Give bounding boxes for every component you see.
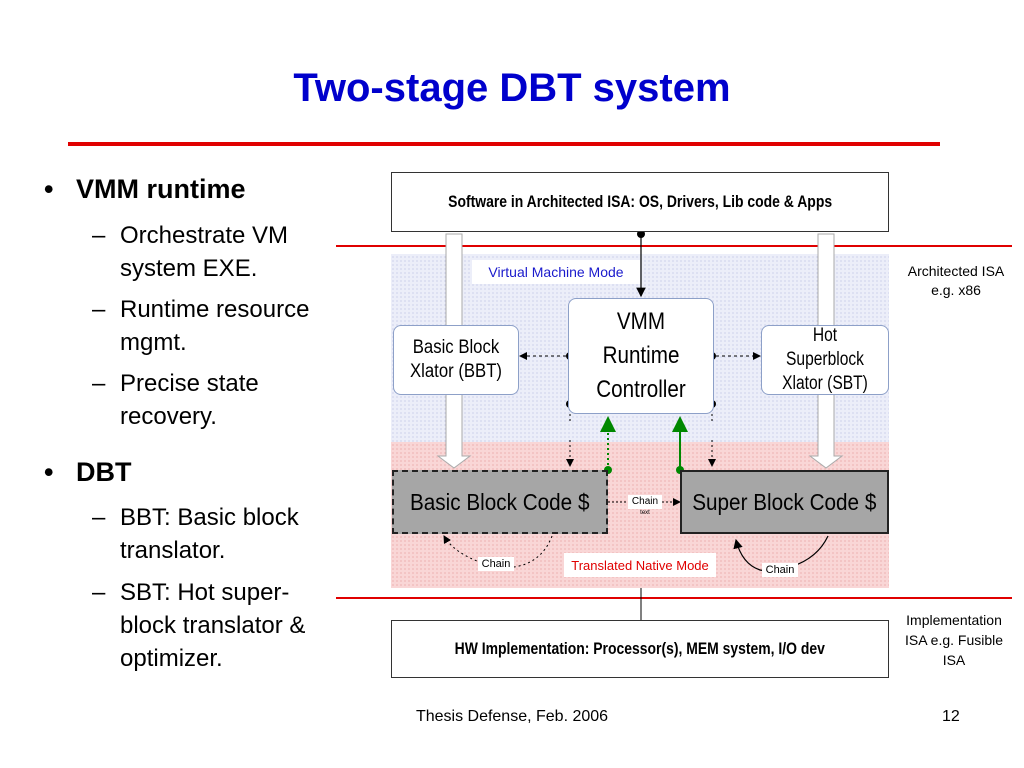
vmm-controller-label: VMM Runtime Controller <box>596 308 686 403</box>
architected-isa-label: Architected ISA e.g. x86 <box>907 263 1005 298</box>
footer: Thesis Defense, Feb. 2006 <box>415 708 609 725</box>
title-underline <box>68 142 940 146</box>
super-block-code-label: Super Block Code $ <box>692 488 877 515</box>
page-number: 12 <box>942 708 960 725</box>
chain-middle-label: Chain <box>628 495 662 509</box>
subbullet-text: Precise state recovery. <box>120 370 259 430</box>
subbullet-precise-state: – Precise state recovery. <box>92 367 342 433</box>
slide-title: Two-stage DBT system <box>293 66 731 110</box>
subbullet-sbt: – SBT: Hot super-block translator & opti… <box>92 576 342 675</box>
subbullet-text: SBT: Hot super-block translator & optimi… <box>120 579 306 672</box>
bullet-text: DBT <box>76 457 132 487</box>
chain-right-label: Chain <box>762 563 798 577</box>
subbullet-orchestrate: – Orchestrate VM system EXE. <box>92 219 342 285</box>
implementation-isa-label: Implementation ISA e.g. Fusible ISA <box>904 612 1004 668</box>
subbullet-text: BBT: Basic block translator. <box>120 504 299 564</box>
subbullet-bbt: – BBT: Basic block translator. <box>92 501 342 567</box>
chain-middle-sublabel: text <box>640 510 650 516</box>
sbt-label: Hot Superblock Xlator (SBT) <box>782 325 868 394</box>
subbullet-runtime-resource: – Runtime resource mgmt. <box>92 293 352 359</box>
software-box-label: Software in Architected ISA: OS, Drivers… <box>448 192 832 211</box>
native-mode-label: Translated Native Mode <box>564 553 716 577</box>
hw-box: HW Implementation: Processor(s), MEM sys… <box>391 620 889 678</box>
chain-left-label: Chain <box>478 557 514 571</box>
vm-mode-label: Virtual Machine Mode <box>472 260 640 284</box>
subbullet-text: Orchestrate VM system EXE. <box>120 222 289 282</box>
sbt-box: Hot Superblock Xlator (SBT) <box>761 325 889 395</box>
subbullet-text: Runtime resource mgmt. <box>120 296 310 356</box>
basic-block-code-label: Basic Block Code $ <box>410 488 590 515</box>
bullet-text: VMM runtime <box>76 174 246 204</box>
bbt-box: Basic Block Xlator (BBT) <box>393 325 519 395</box>
bbt-label: Basic Block Xlator (BBT) <box>410 337 502 382</box>
basic-block-code-cache: Basic Block Code $ <box>392 470 608 534</box>
hw-box-label: HW Implementation: Processor(s), MEM sys… <box>454 639 826 658</box>
software-box: Software in Architected ISA: OS, Drivers… <box>391 172 889 232</box>
super-block-code-cache: Super Block Code $ <box>680 470 889 534</box>
vmm-controller-box: VMM Runtime Controller <box>568 298 714 414</box>
